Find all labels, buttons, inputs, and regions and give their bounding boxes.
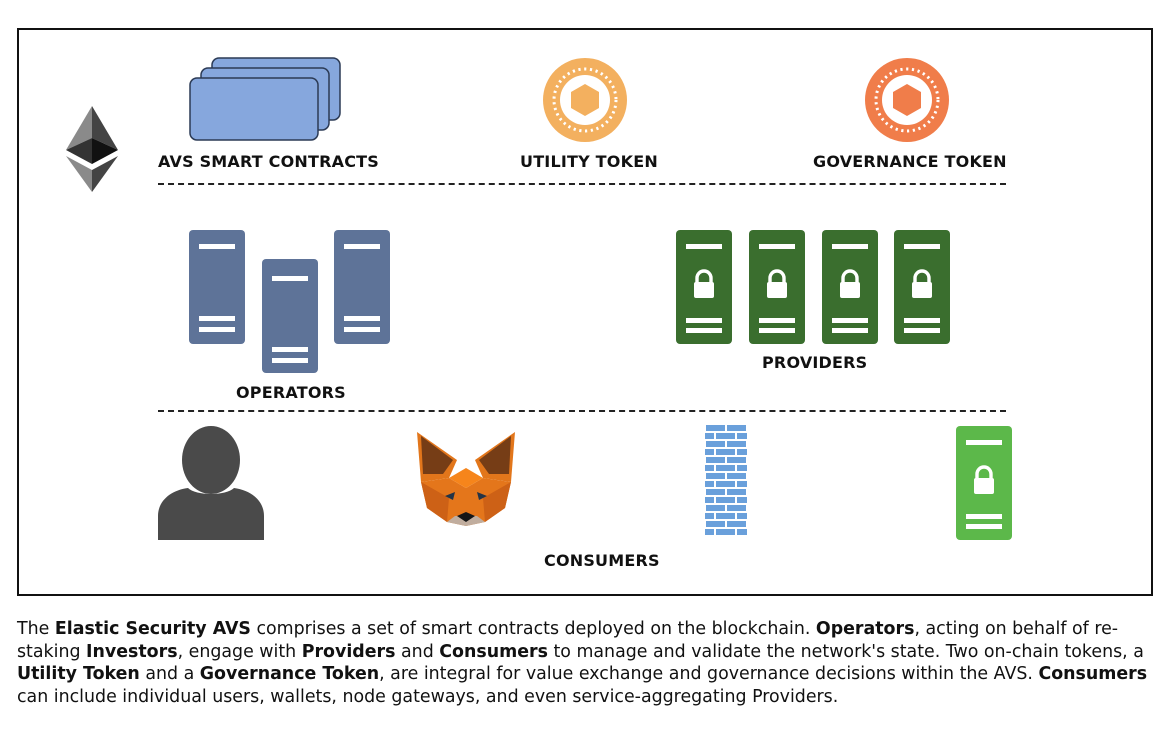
locked-server-icon	[822, 230, 878, 344]
caption-bold: Consumers	[439, 641, 548, 662]
providers-label: PROVIDERS	[762, 353, 868, 372]
user-icon	[158, 426, 264, 540]
divider-top	[158, 183, 1006, 185]
locked-server-icon	[749, 230, 805, 344]
utility-token-label: UTILITY TOKEN	[520, 152, 658, 171]
consumers-label: CONSUMERS	[544, 551, 660, 570]
operator-server-icon	[262, 259, 318, 373]
firewall-icon	[705, 424, 747, 540]
caption-text: and	[395, 641, 440, 662]
caption-bold: Governance Token	[199, 664, 380, 684]
operator-server-icon	[189, 230, 245, 344]
caption-text: comprises a set of smart contracts deplo…	[250, 619, 816, 639]
ethereum-icon	[66, 106, 118, 192]
utility-token-icon	[543, 58, 627, 142]
caption-bold: Operators	[815, 619, 915, 639]
caption-bold: Elastic Security AVS	[54, 619, 251, 639]
caption-bold: Utility Token	[17, 664, 140, 684]
figure-caption: The Elastic Security AVS comprises a set…	[17, 618, 1157, 708]
operator-server-icon	[334, 230, 390, 344]
caption-text: can include individual users, wallets, n…	[17, 686, 839, 707]
caption-text: The	[17, 619, 55, 639]
locked-server-icon	[894, 230, 950, 344]
caption-bold: Investors	[86, 641, 178, 662]
caption-text: , are integral for value exchange and go…	[379, 664, 1039, 684]
contracts-stack-icon	[189, 57, 341, 141]
locked-server-icon	[676, 230, 732, 344]
avs-smart-contracts-label: AVS SMART CONTRACTS	[158, 152, 380, 171]
consumer-locked-server-icon	[956, 426, 1012, 540]
caption-text: and a	[139, 664, 200, 684]
caption-text: , engage with	[177, 641, 302, 662]
caption-bold: Consumers	[1038, 664, 1148, 684]
caption-text: to manage and validate the network's sta…	[547, 641, 1144, 662]
operators-label: OPERATORS	[236, 383, 346, 402]
governance-token-icon	[865, 58, 949, 142]
fox-wallet-icon	[417, 432, 515, 526]
caption-text: , acting on behalf of re-staking	[17, 619, 1119, 662]
divider-bottom	[158, 410, 1006, 412]
caption-bold: Providers	[301, 641, 396, 662]
governance-token-label: GOVERNANCE TOKEN	[813, 152, 1007, 171]
